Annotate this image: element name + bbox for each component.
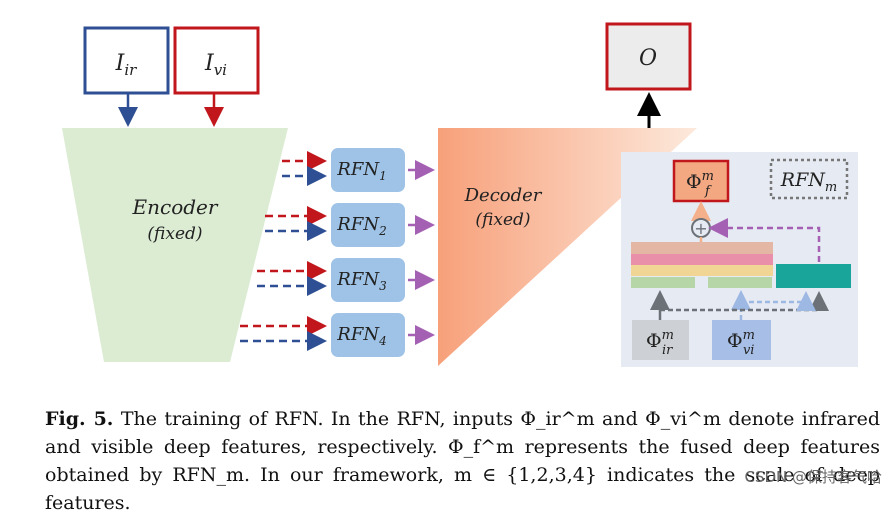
- decoder-label: Decoder: [464, 185, 543, 206]
- ir-to-residual-path: [660, 291, 829, 312]
- rfn-detail-title-box: [769, 158, 849, 200]
- rfn-training-diagram: Iir Ivi Encoder (fixed) RFN1 RFN2 RFN3 R…: [62, 22, 858, 367]
- input-vi-box: [173, 26, 260, 95]
- rfn-block-2: RFN2: [331, 203, 405, 247]
- decoder-note: (fixed): [475, 210, 530, 230]
- figure-caption: Fig. 5. The training of RFN. In the RFN,…: [45, 405, 880, 517]
- input-ir-box: [83, 26, 170, 95]
- watermark: CSDN @保持客气哈: [744, 468, 882, 486]
- svg-text:RFN3: RFN3: [336, 269, 387, 293]
- caption-label: Fig. 5.: [45, 408, 114, 430]
- rfn-to-decoder-arrows: [408, 160, 435, 345]
- encoder-to-rfn-arrows: [240, 151, 327, 351]
- rfn-block-4: RFN4: [331, 313, 405, 357]
- svg-text:RFN4: RFN4: [336, 324, 386, 348]
- svg-text:RFN1: RFN1: [336, 159, 386, 183]
- fused-feature-box: [672, 159, 730, 203]
- feature-stack: [631, 242, 773, 288]
- detail-input-vi-box: [712, 320, 771, 360]
- rfn-block-1: RFN1: [331, 148, 405, 192]
- encoder-label: Encoder: [132, 195, 219, 219]
- output-label: O: [639, 46, 657, 71]
- detail-input-ir-box: [632, 320, 689, 360]
- residual-path: [708, 218, 821, 262]
- residual-branch-block: [776, 264, 851, 288]
- caption-text: The training of RFN. In the RFN, inputs …: [45, 408, 881, 514]
- encoder-block: [62, 128, 288, 362]
- vi-to-residual-path: [741, 291, 816, 311]
- rfn-block-3: RFN3: [331, 258, 405, 302]
- encoder-note: (fixed): [147, 224, 202, 244]
- svg-text:RFN2: RFN2: [336, 214, 386, 238]
- add-symbol: +: [694, 219, 707, 238]
- output-box: [605, 22, 692, 91]
